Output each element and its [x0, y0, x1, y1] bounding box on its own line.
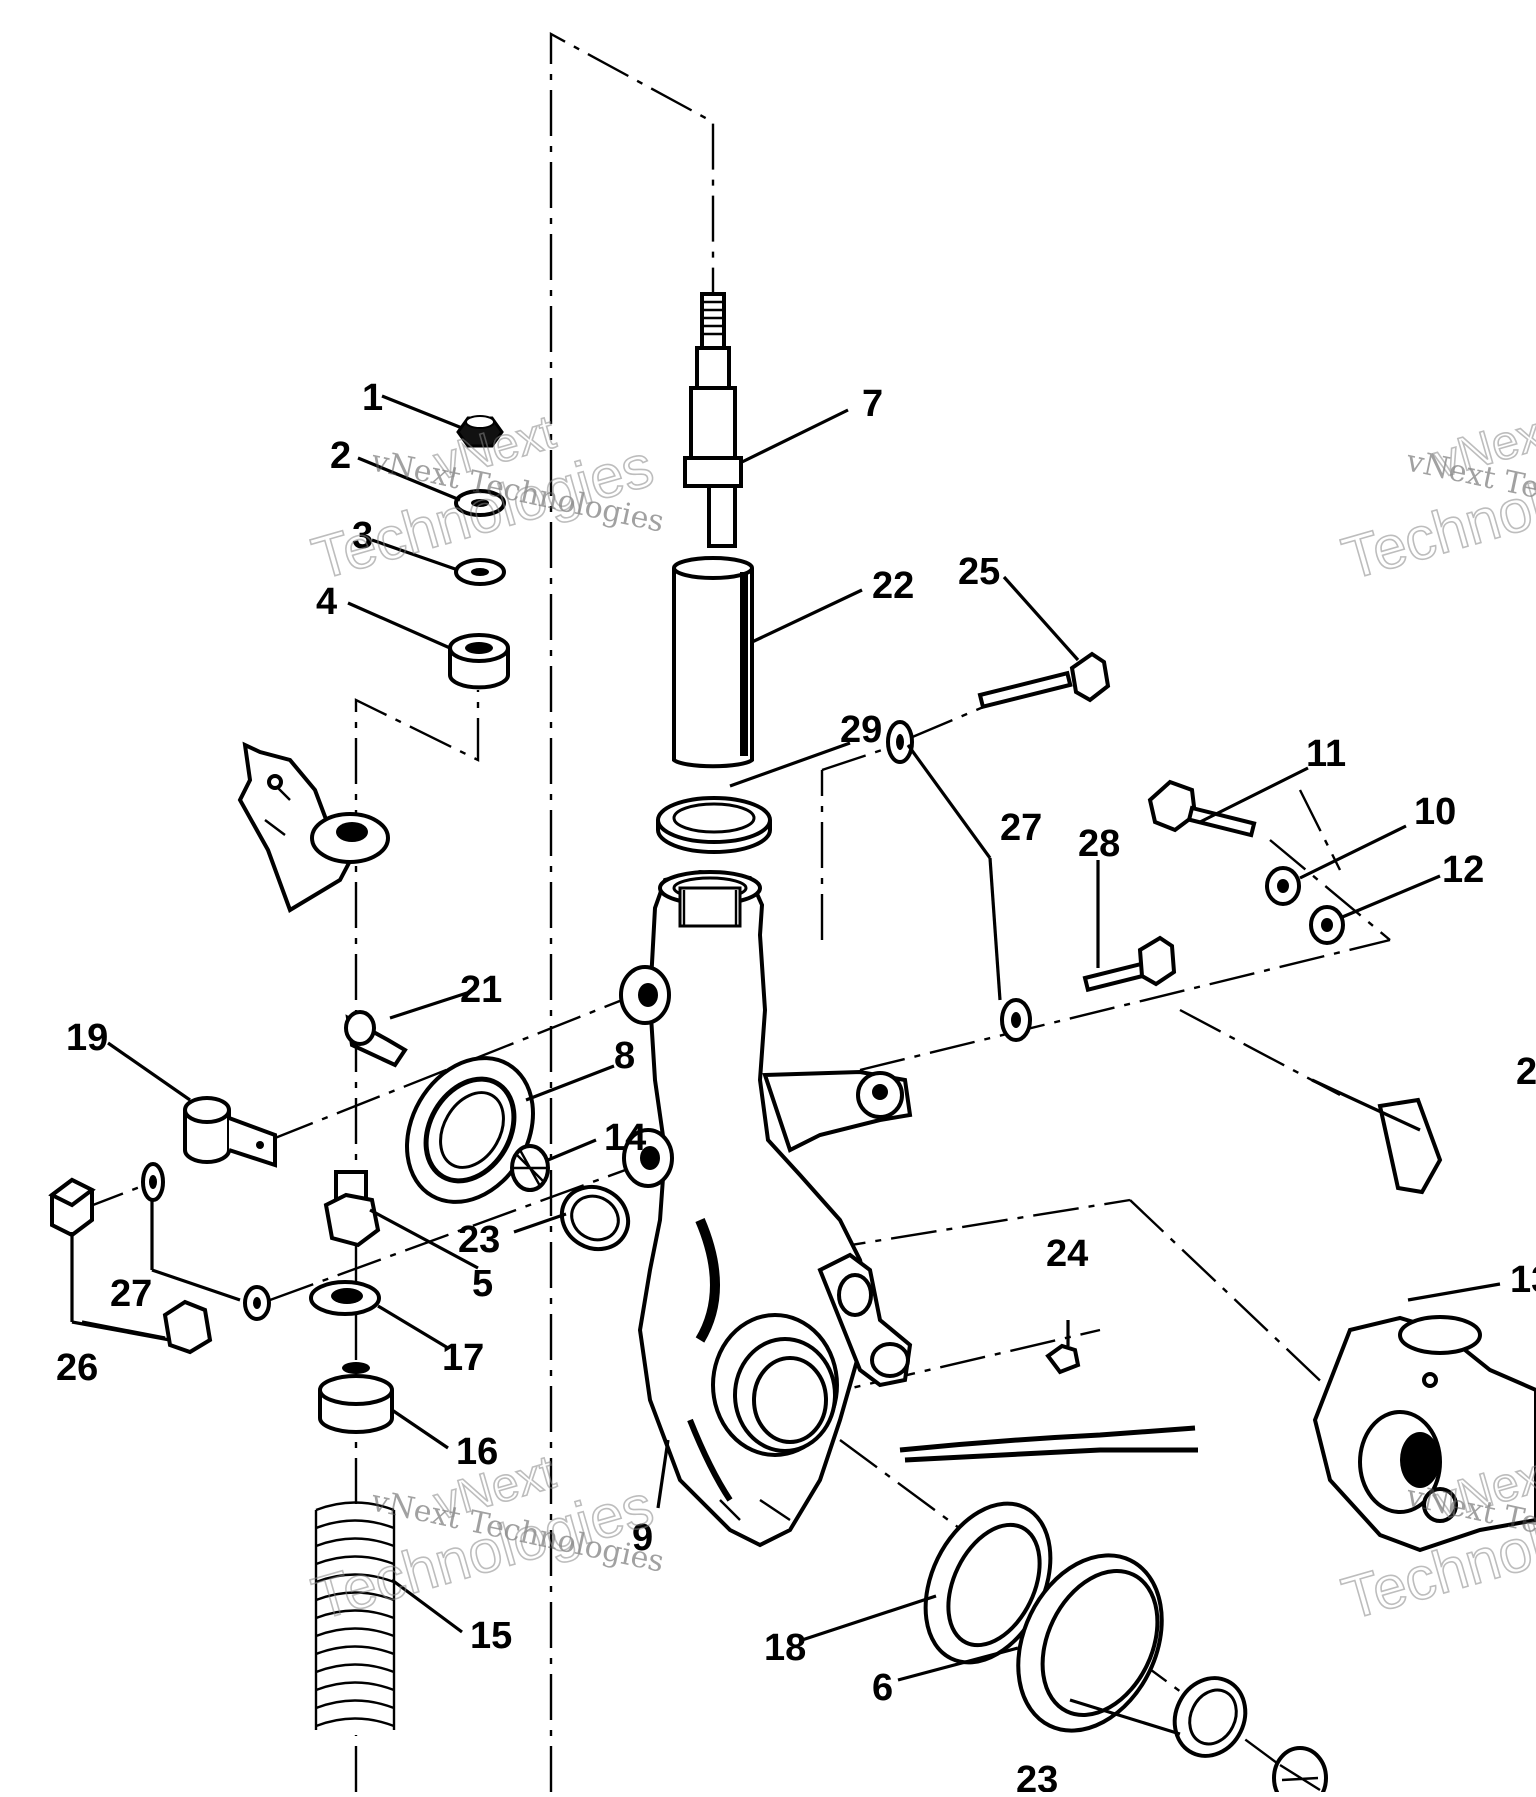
- callout-29: 29: [840, 709, 882, 751]
- callout-11: 11: [1306, 733, 1346, 775]
- bolt-part-11: [1147, 779, 1257, 838]
- watermark-upper-right: vNext Technologies vNext Technologies: [1334, 403, 1536, 593]
- callout-2: 2: [330, 435, 351, 477]
- callout-23b: 23: [1016, 1759, 1058, 1792]
- grease-nipple-part-5: [323, 1170, 381, 1248]
- washer-part-10: [1265, 866, 1301, 906]
- bolt-part-28: [1082, 935, 1177, 993]
- callout-20: 2: [1516, 1051, 1536, 1093]
- callout-7: 7: [862, 383, 883, 425]
- ring-part-23a: [559, 1184, 631, 1252]
- seal-part-8: [405, 1056, 535, 1204]
- washer-part-3: [454, 558, 506, 586]
- nut-part: [456, 415, 504, 448]
- sleeve-part-22: [672, 556, 754, 769]
- grease-nipple-part-24: [1045, 1320, 1081, 1375]
- steering-knuckle-part-9: [619, 869, 913, 1548]
- washer-part-2: [454, 489, 506, 517]
- bearing-race-part-6: [1016, 1553, 1164, 1733]
- bolt-part-25: [977, 651, 1111, 710]
- assembly-lines: [79, 31, 1391, 1792]
- callout-13: 13: [1510, 1259, 1536, 1301]
- callout-8: 8: [614, 1035, 635, 1077]
- callout-23a: 23: [458, 1219, 500, 1261]
- callout-1: 1: [362, 377, 383, 419]
- callout-28: 28: [1078, 823, 1120, 865]
- callout-14: 14: [604, 1117, 646, 1159]
- callout-25: 25: [958, 551, 1000, 593]
- bush-part-16: [318, 1362, 394, 1434]
- callout-19: 19: [66, 1017, 108, 1059]
- bearing-part-14: [510, 1144, 550, 1192]
- pin-part-21: [344, 1010, 408, 1068]
- bush-part-4: [448, 633, 510, 690]
- bearing-part-corner: [1272, 1746, 1328, 1797]
- spring-part-15: [314, 1501, 396, 1735]
- nut-part-26b: [162, 1299, 213, 1355]
- washer-part-12: [1309, 905, 1345, 945]
- clamp-part-19: [183, 1096, 277, 1168]
- callout-17: 17: [442, 1337, 484, 1379]
- thrust-washer-part-29: [656, 796, 772, 854]
- wedge-part-20: [1377, 1097, 1443, 1195]
- washer-part-27c: [1000, 998, 1032, 1042]
- callout-21: 21: [460, 969, 502, 1011]
- callout-12: 12: [1442, 849, 1484, 891]
- washer-part-27b: [243, 1285, 271, 1321]
- callout-24: 24: [1046, 1233, 1088, 1275]
- callout-26: 26: [56, 1347, 98, 1389]
- callout-5: 5: [472, 1263, 493, 1305]
- callout-18: 18: [764, 1627, 806, 1669]
- stub-axle-part-7: [683, 292, 743, 548]
- caliper-part-13: [1312, 1315, 1536, 1553]
- ring-part-23b: [1172, 1676, 1248, 1758]
- callout-22: 22: [872, 565, 914, 607]
- callout-6: 6: [872, 1667, 893, 1709]
- callout-9: 9: [632, 1517, 653, 1559]
- callout-15: 15: [470, 1615, 512, 1657]
- callout-4: 4: [316, 581, 337, 623]
- nut-part-26a: [48, 1177, 96, 1238]
- callout-3: 3: [352, 515, 373, 557]
- callout-27a: 27: [110, 1273, 152, 1315]
- cup-part-17: [309, 1280, 381, 1316]
- callout-27b: 27: [1000, 807, 1042, 849]
- leader-lines: [70, 394, 1501, 1736]
- callout-16: 16: [456, 1431, 498, 1473]
- upper-mount-bracket: [237, 741, 390, 913]
- washer-part-27a: [141, 1162, 165, 1202]
- callout-10: 10: [1414, 791, 1456, 833]
- wire-lead: [899, 1425, 1198, 1463]
- washer-part-29b: [886, 720, 914, 764]
- callout-labels: 1 2 3 4 5 6 7 8 9 10 11 12 13 14 15 16 1…: [56, 377, 1536, 1797]
